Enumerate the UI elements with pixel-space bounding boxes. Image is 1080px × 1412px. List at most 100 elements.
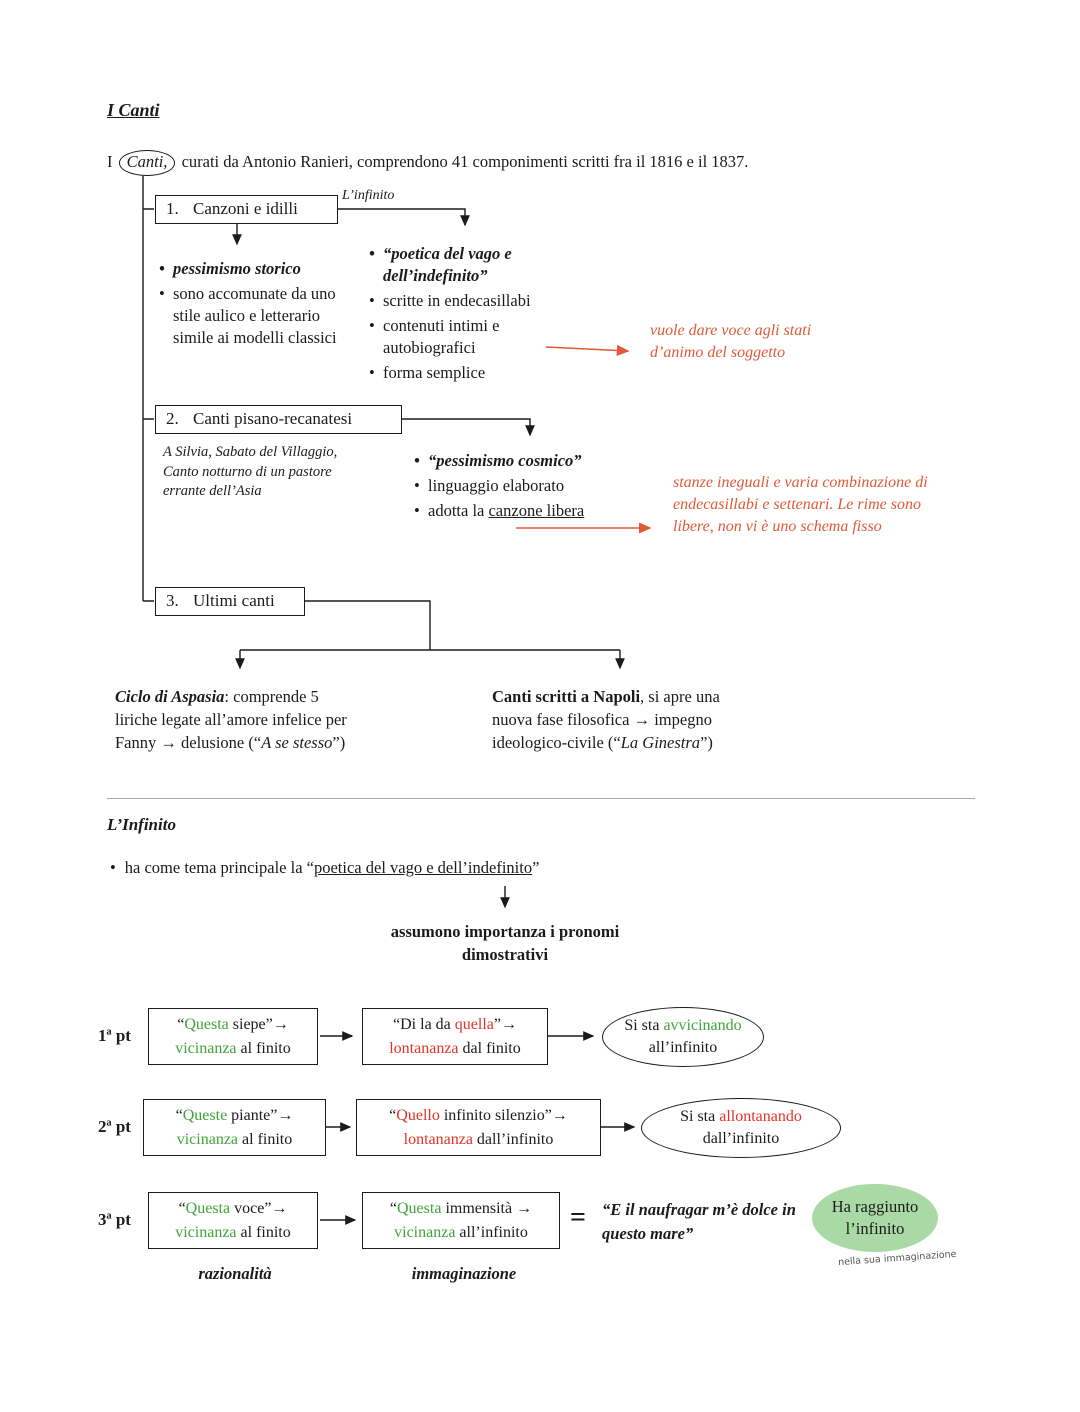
keyword-red: quella <box>454 1016 494 1034</box>
bullet-dot: • <box>110 858 116 877</box>
box-line: vicinanza al finito <box>148 1128 321 1151</box>
box-line: lontananza dall’infinito <box>361 1128 596 1151</box>
box1-right-arrow <box>338 208 470 227</box>
text: “ <box>177 1016 185 1034</box>
row3-box-questa-voce: “Questa voce”→ vicinanza al finito <box>148 1192 318 1249</box>
page-title: I Canti <box>107 100 160 120</box>
oval-line: all’infinito <box>648 1039 718 1056</box>
box-line: “Di la da quella”→ <box>367 1013 543 1036</box>
box-line: vicinanza all’infinito <box>367 1221 555 1244</box>
text: “ <box>175 1107 183 1125</box>
napoli-text: , si apre una nuova fase filosofica → im… <box>492 687 720 752</box>
text: all’infinito <box>455 1223 528 1241</box>
aspasia-work-title: A se stesso <box>261 732 333 752</box>
section-divider <box>107 798 975 799</box>
keyword-green: Queste <box>182 1107 228 1125</box>
list-item: sono accomunate da uno stile aulico e le… <box>158 283 360 349</box>
box-line: vicinanza al finito <box>153 1037 313 1060</box>
row1-box-di-la-da-quella: “Di la da quella”→ lontananza dal finito <box>362 1008 548 1065</box>
oval-line: Si sta avvicinando <box>611 1015 755 1037</box>
keyword-red: allontanando <box>719 1108 802 1126</box>
keyword-green: avvicinando <box>663 1017 742 1035</box>
canzoni-right-list: “poetica del vago e dell’indefinito” scr… <box>368 243 554 387</box>
node-number: 3. <box>166 591 179 610</box>
list-item: “pessimismo cosmico” <box>413 450 653 472</box>
box-line: “Quello infinito silenzio”→ <box>361 1104 596 1127</box>
oval-line: Si sta allontanando <box>650 1106 832 1128</box>
node-ultimi-canti: 3. Ultimi canti <box>155 587 305 616</box>
naufragar-quote: “E il naufragar m’è dolce in questo mare… <box>602 1200 796 1243</box>
aspasia-text: : comprende 5 liriche legate all’amore i… <box>115 687 347 752</box>
napoli-title: Canti scritti a Napoli <box>492 687 641 706</box>
intro-paragraph: I Canti, curati da Antonio Ranieri, comp… <box>107 150 748 176</box>
keyword-green: vicinanza <box>175 1039 237 1057</box>
keyword-green: Questa <box>184 1016 229 1034</box>
box-line: “Queste piante”→ <box>148 1104 321 1127</box>
canzoni-left-list: pessimismo storico sono accomunate da un… <box>158 258 360 352</box>
aspasia-title: Ciclo di Aspasia <box>115 687 225 706</box>
linfinito-arrow-label: L’infinito <box>342 188 395 203</box>
keyword-red: lontananza <box>389 1039 459 1057</box>
aspasia-text-end: ”) <box>332 732 346 752</box>
bullet-text: ha come tema principale la “ <box>124 858 314 877</box>
box-line: vicinanza al finito <box>153 1221 313 1244</box>
row1-label: 1ª pt <box>98 1026 131 1045</box>
napoli-block: Canti scritti a Napoli, si apre una nuov… <box>492 686 760 754</box>
aspasia-block: Ciclo di Aspasia: comprende 5 liriche le… <box>115 686 365 754</box>
handwritten-note: nella sua immaginazione <box>837 1248 957 1269</box>
text: “ <box>178 1200 186 1218</box>
keyword-red: lontananza <box>403 1130 473 1148</box>
pisano-right-list: “pessimismo cosmico” linguaggio elaborat… <box>413 450 653 525</box>
keyword-green: vicinanza <box>176 1130 239 1148</box>
equals-sign: = <box>570 1202 586 1233</box>
orange-note-canzone-libera: stanze ineguali e varia combinazione di … <box>673 474 928 536</box>
text: dall’infinito <box>472 1130 554 1148</box>
list-item: forma semplice <box>368 362 554 384</box>
footer-razionalita: razionalità <box>198 1264 272 1283</box>
text: voce”→ <box>230 1200 288 1218</box>
text: al finito <box>238 1130 293 1148</box>
row2-result-oval: Si sta allontanando dall’infinito <box>641 1098 841 1158</box>
pronomi-heading: assumono importanza i pronomi dimostrati… <box>390 922 620 965</box>
orange-note-vago: vuole dare voce agli stati d’animo del s… <box>650 322 812 362</box>
intro-rest: curati da Antonio Ranieri, comprendono 4… <box>177 152 749 171</box>
text: Si sta <box>624 1017 664 1035</box>
text: infinito silenzio”→ <box>439 1107 568 1125</box>
text: al finito <box>236 1039 291 1057</box>
text: “ <box>389 1107 397 1125</box>
text: “Di la da <box>393 1016 455 1034</box>
box2-right-arrow <box>402 418 535 437</box>
text: “ <box>389 1200 397 1218</box>
orange-arrow-1 <box>545 344 630 357</box>
intro-pre: I <box>107 152 117 171</box>
tree-trunk-line <box>142 176 154 602</box>
oval-line: dall’infinito <box>702 1130 780 1147</box>
text: immensità → <box>441 1200 533 1218</box>
node-label: Ultimi canti <box>193 591 275 610</box>
text: al finito <box>236 1223 291 1241</box>
list-item: pessimismo storico <box>158 258 360 280</box>
list-item: adotta la canzone libera <box>413 500 653 522</box>
text: dal finito <box>458 1039 521 1057</box>
napoli-text-end: ”) <box>700 732 713 752</box>
bullet-underlined: poetica del vago e dell’indefinito <box>313 858 533 877</box>
box-line: lontananza dal finito <box>367 1037 543 1060</box>
section-heading-infinito: L’Infinito <box>107 815 176 834</box>
napoli-work-title: La Ginestra <box>620 732 701 752</box>
keyword-green: vicinanza <box>175 1223 237 1241</box>
list-item: linguaggio elaborato <box>413 475 653 497</box>
works-list: A Silvia, Sabato del Villaggio, Canto no… <box>163 444 338 500</box>
node-label: Canzoni e idilli <box>193 199 298 218</box>
bullet-text-end: ” <box>532 858 540 877</box>
row3-box-questa-immensita: “Questa immensità → vicinanza all’infini… <box>362 1192 560 1249</box>
box-line: “Questa immensità → <box>367 1197 555 1220</box>
node-number: 2. <box>166 409 179 428</box>
node-number: 1. <box>166 199 179 218</box>
row1-result-oval: Si sta avvicinando all’infinito <box>602 1007 764 1067</box>
row3-result-oval: Ha raggiunto l’infinito <box>812 1184 938 1252</box>
row3-label: 3ª pt <box>98 1210 131 1229</box>
row2-label: 2ª pt <box>98 1117 131 1136</box>
text: piante”→ <box>227 1107 294 1125</box>
keyword-green: Questa <box>185 1200 231 1218</box>
list-item: “poetica del vago e dell’indefinito” <box>368 243 554 287</box>
